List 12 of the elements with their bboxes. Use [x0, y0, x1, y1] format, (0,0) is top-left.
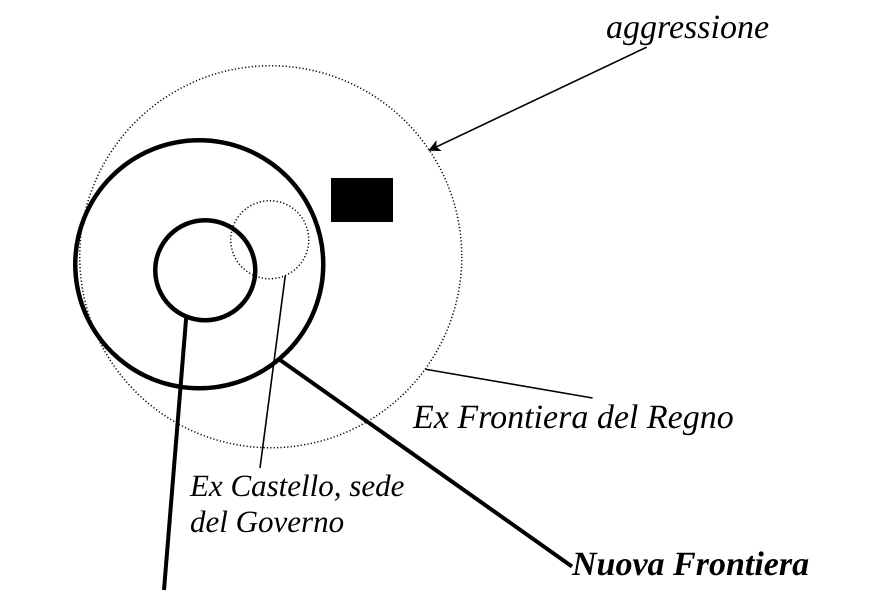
leader-line — [162, 316, 188, 590]
leader-line — [425, 368, 593, 399]
label-text: Ex Castello, sede del Governo — [190, 468, 440, 540]
dotted-circle — [230, 200, 310, 280]
label-text: Ex Frontiera del Regno — [413, 398, 734, 438]
leader-line — [259, 276, 286, 468]
label-text: Nuova Frontiera — [572, 545, 810, 584]
leader-line — [278, 357, 574, 568]
circle — [152, 218, 258, 322]
label-text: aggressione — [606, 8, 770, 48]
arrow — [428, 46, 648, 151]
circle — [72, 138, 326, 390]
